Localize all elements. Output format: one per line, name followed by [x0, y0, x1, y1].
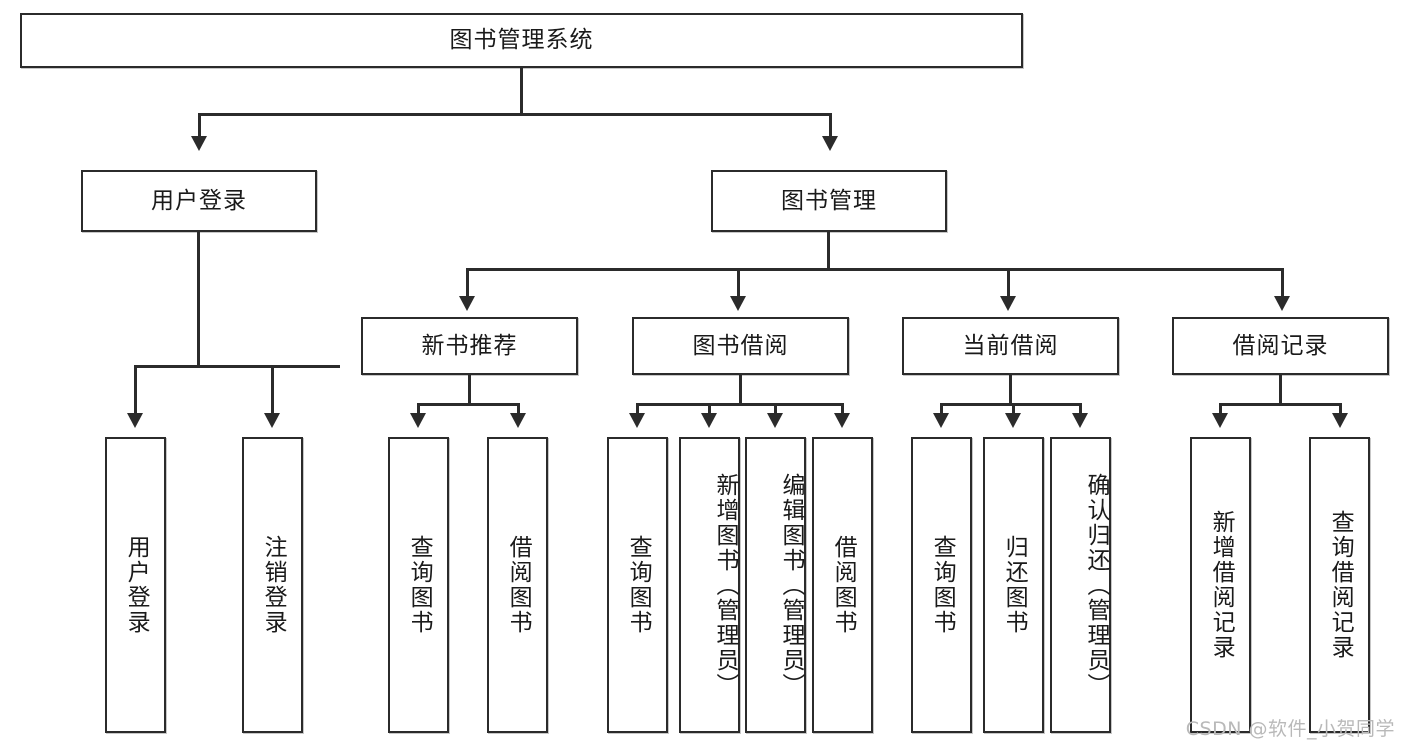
- arrow-borrow-record-to-leaf-2-icon: [1332, 413, 1348, 428]
- edge-current-borrow-to-leaf-1: [940, 403, 943, 415]
- node-leaf-query-book-2[interactable]: 查询图书: [607, 437, 668, 733]
- node-borrow-record[interactable]: 借阅记录: [1172, 317, 1389, 375]
- node-label: 查询图书: [406, 535, 433, 635]
- node-book-management-system[interactable]: 图书管理系统: [20, 13, 1023, 68]
- node-leaf-confirm-return[interactable]: 确认归还（管理员）: [1050, 437, 1111, 733]
- arrow-user-login-to-leaf-2-icon: [264, 413, 280, 428]
- edge-borrow-record-bus: [1219, 403, 1341, 406]
- edge-root-bus: [198, 113, 832, 116]
- node-leaf-user-logout[interactable]: 注销登录: [242, 437, 303, 733]
- edge-user-login-to-leaf-2: [271, 365, 274, 415]
- node-label: 查询借阅记录: [1327, 510, 1354, 660]
- arrow-new-book-to-leaf-2-icon: [510, 413, 526, 428]
- edge-current-borrow-to-leaf-2: [1012, 403, 1015, 415]
- edge-user-login-bus: [134, 365, 340, 368]
- node-label: 编辑图书（管理员）: [778, 472, 804, 698]
- edge-book-manage-to-book-borrow: [737, 268, 740, 298]
- edge-book-borrow-stem: [739, 375, 742, 403]
- arrow-book-manage-to-book-borrow-icon: [730, 296, 746, 311]
- arrow-borrow-record-to-leaf-1-icon: [1212, 413, 1228, 428]
- node-label: 当前借阅: [962, 332, 1059, 359]
- edge-borrow-record-to-leaf-2: [1339, 403, 1342, 415]
- edge-book-manage-to-borrow-record: [1281, 268, 1284, 298]
- arrow-root-to-book-manage-icon: [822, 136, 838, 151]
- node-label: 注销登录: [260, 535, 287, 635]
- arrow-book-borrow-to-leaf-2-icon: [701, 413, 717, 428]
- edge-book-manage-to-current-borrow: [1007, 268, 1010, 298]
- edge-current-borrow-stem: [1009, 375, 1012, 403]
- node-label: 确认归还（管理员）: [1083, 472, 1109, 698]
- node-book-borrow[interactable]: 图书借阅: [632, 317, 849, 375]
- edge-new-book-bus: [417, 403, 520, 406]
- edge-user-login-stem: [197, 232, 200, 365]
- node-label: 图书管理系统: [449, 27, 594, 54]
- node-leaf-borrow-book-1[interactable]: 借阅图书: [487, 437, 548, 733]
- node-user-login[interactable]: 用户登录: [81, 170, 317, 232]
- node-leaf-query-borrow-record[interactable]: 查询借阅记录: [1309, 437, 1370, 733]
- node-label: 查询图书: [929, 535, 956, 635]
- node-current-borrow[interactable]: 当前借阅: [902, 317, 1119, 375]
- node-leaf-query-book-3[interactable]: 查询图书: [911, 437, 972, 733]
- node-label: 新增借阅记录: [1208, 510, 1235, 660]
- arrow-book-manage-to-borrow-record-icon: [1274, 296, 1290, 311]
- edge-borrow-record-to-leaf-1: [1219, 403, 1222, 415]
- node-leaf-borrow-book-2[interactable]: 借阅图书: [812, 437, 873, 733]
- node-label: 借阅图书: [830, 535, 857, 635]
- edge-root-to-book-manage: [829, 113, 832, 138]
- node-leaf-edit-book[interactable]: 编辑图书（管理员）: [745, 437, 806, 733]
- edge-book-manage-bus: [466, 268, 1284, 271]
- node-label: 用户登录: [151, 187, 247, 214]
- node-leaf-add-book[interactable]: 新增图书（管理员）: [679, 437, 740, 733]
- arrow-book-borrow-to-leaf-4-icon: [834, 413, 850, 428]
- arrow-book-borrow-to-leaf-3-icon: [767, 413, 783, 428]
- csdn-watermark: CSDN @软件_小贺同学: [1185, 718, 1395, 740]
- edge-new-book-to-leaf-2: [517, 403, 520, 415]
- node-leaf-return-book[interactable]: 归还图书: [983, 437, 1044, 733]
- edge-root-stem: [520, 68, 523, 113]
- node-new-book-recommend[interactable]: 新书推荐: [361, 317, 578, 375]
- node-label: 新增图书（管理员）: [712, 472, 738, 698]
- node-leaf-add-borrow-record[interactable]: 新增借阅记录: [1190, 437, 1251, 733]
- edge-borrow-record-stem: [1279, 375, 1282, 403]
- edge-root-to-user-login: [198, 113, 201, 138]
- arrow-current-borrow-to-leaf-1-icon: [933, 413, 949, 428]
- node-label: 查询图书: [625, 535, 652, 635]
- node-book-management[interactable]: 图书管理: [711, 170, 947, 232]
- node-label: 归还图书: [1001, 535, 1028, 635]
- node-label: 图书借阅: [692, 332, 789, 359]
- arrow-new-book-to-leaf-1-icon: [410, 413, 426, 428]
- edge-current-borrow-to-leaf-3: [1079, 403, 1082, 415]
- edge-book-borrow-bus: [636, 403, 843, 406]
- arrow-book-manage-to-current-borrow-icon: [1000, 296, 1016, 311]
- edge-new-book-to-leaf-1: [417, 403, 420, 415]
- edge-new-book-stem: [468, 375, 471, 403]
- node-label: 图书管理: [781, 187, 877, 214]
- arrow-current-borrow-to-leaf-3-icon: [1072, 413, 1088, 428]
- arrow-current-borrow-to-leaf-2-icon: [1005, 413, 1021, 428]
- arrow-user-login-to-leaf-1-icon: [127, 413, 143, 428]
- node-label: 新书推荐: [421, 332, 518, 359]
- node-label: 借阅记录: [1232, 332, 1329, 359]
- edge-book-borrow-to-leaf-3: [774, 403, 777, 415]
- node-label: 用户登录: [123, 535, 150, 635]
- edge-book-borrow-to-leaf-4: [841, 403, 844, 415]
- arrow-book-borrow-to-leaf-1-icon: [629, 413, 645, 428]
- node-leaf-query-book-1[interactable]: 查询图书: [388, 437, 449, 733]
- edge-current-borrow-bus: [940, 403, 1081, 406]
- arrow-book-manage-to-new-book-icon: [459, 296, 475, 311]
- edge-book-borrow-to-leaf-1: [636, 403, 639, 415]
- arrow-root-to-user-login-icon: [191, 136, 207, 151]
- edge-book-borrow-to-leaf-2: [708, 403, 711, 415]
- node-label: 借阅图书: [505, 535, 532, 635]
- edge-book-manage-to-new-book: [466, 268, 469, 298]
- node-leaf-user-login[interactable]: 用户登录: [105, 437, 166, 733]
- edge-user-login-to-leaf-1: [134, 365, 137, 415]
- edge-book-manage-stem: [827, 232, 830, 268]
